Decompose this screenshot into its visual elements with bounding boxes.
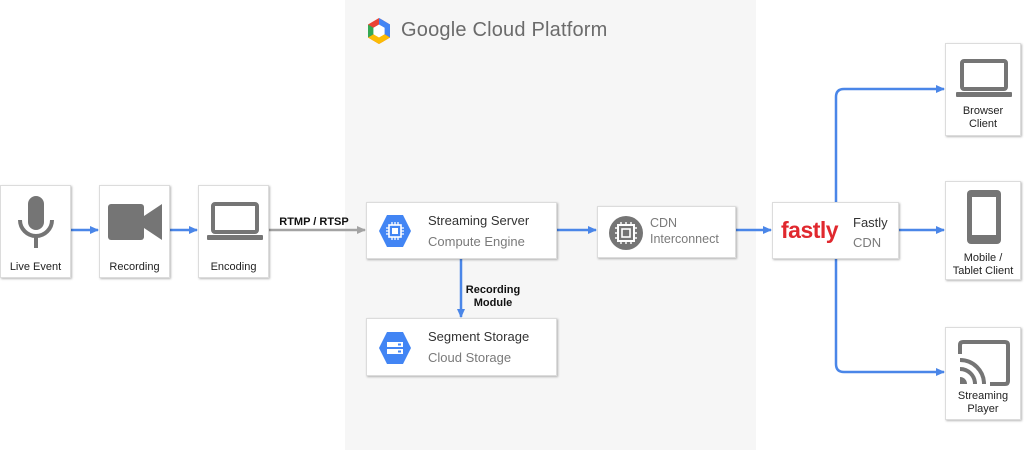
live-event-card: Live Event [0,185,71,278]
tablet-icon [965,188,1003,251]
browser-client-line2: Client [968,118,998,130]
video-camera-icon [108,204,164,245]
mobile-client-card: Mobile / Tablet Client [945,181,1021,280]
segment-storage-subtitle: Cloud Storage [428,350,512,365]
microphone-icon [14,196,58,257]
browser-client-card: Browser Client [945,43,1021,136]
edge-fastly-to-player [834,258,945,376]
streaming-player-card: Streaming Player [945,327,1021,420]
recording-module-line1: Recording [465,284,521,296]
fastly-logo: fastly [781,217,839,243]
mobile-client-line2: Tablet Client [952,265,1014,277]
live-event-label: Live Event [9,261,62,273]
encoding-card: Encoding [198,185,269,278]
recording-module-label: Recording Module [463,284,523,310]
streaming-player-line2: Player [967,403,999,415]
segment-storage-title: Segment Storage [428,329,530,344]
mobile-client-label: Mobile / Tablet Client [946,252,1020,278]
streaming-server-card: Streaming Server Compute Engine [366,202,557,259]
recording-label: Recording [109,261,160,273]
laptop-icon [207,202,263,247]
cdn-interconnect-line1: CDN [650,216,678,230]
recording-card: Recording [99,185,170,278]
fastly-cdn-card: fastly Fastly CDN [772,202,899,259]
streaming-player-label: Streaming Player [946,390,1020,416]
gcp-logo-icon [365,17,393,50]
fastly-title: Fastly [853,215,888,230]
streaming-server-title: Streaming Server [428,213,530,228]
cloud-storage-icon [377,330,413,371]
streaming-server-subtitle: Compute Engine [428,234,525,249]
protocol-label: RTMP / RTSP [279,216,349,228]
browser-client-label: Browser Client [946,105,1020,131]
segment-storage-card: Segment Storage Cloud Storage [366,318,557,376]
edge-fastly-to-browser [834,85,945,202]
encoding-label: Encoding [210,261,257,273]
interconnect-icon [608,215,644,256]
cast-icon [956,340,1012,391]
browser-client-line1: Browser [962,105,1004,117]
fastly-subtitle: CDN [853,235,882,250]
laptop-icon [956,59,1012,104]
mobile-client-line1: Mobile / [963,252,1003,264]
cdn-interconnect-line2: Interconnect [650,232,719,246]
streaming-player-line1: Streaming [957,390,1009,402]
gcp-title: Google Cloud Platform [401,19,608,41]
recording-module-line2: Module [473,297,513,309]
compute-engine-icon [377,213,413,254]
cdn-interconnect-card: CDN Interconnect [597,206,736,258]
